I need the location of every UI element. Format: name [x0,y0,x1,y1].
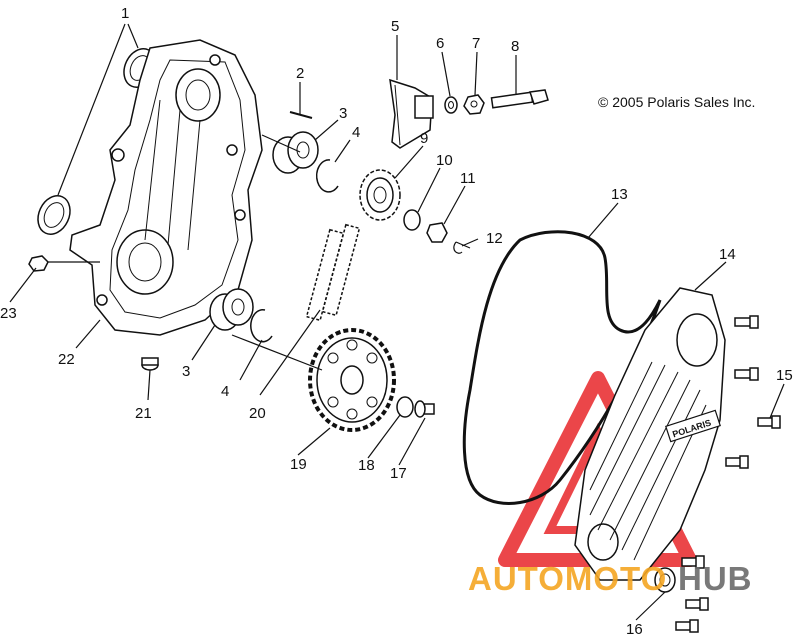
leader-lines [9,23,785,621]
chaincase-cover-14: POLARIS [574,287,726,581]
chaincase-housing [69,39,263,336]
washer-10 [403,209,421,231]
callout-21: 21 [135,405,152,422]
copyright-notice: © 2005 Polaris Sales Inc. [598,94,755,110]
callout-20: 20 [249,405,266,422]
callout-9: 9 [420,130,428,147]
callout-14: 14 [719,246,736,263]
nut-7 [463,94,485,115]
snap-ring-4-upper [315,159,339,193]
callout-3-upper: 3 [339,105,347,122]
bolt-8 [490,89,549,109]
callout-labels: 1 2 3 4 5 6 7 8 9 10 11 12 13 14 15 16 1… [0,5,793,638]
sprocket-9 [359,169,401,221]
callout-3-lower: 3 [182,363,190,380]
pin-2 [289,111,313,119]
bearing-3-upper [272,131,319,174]
callout-6: 6 [436,35,444,52]
plug-21 [141,357,159,371]
callout-5: 5 [391,18,399,35]
watermark-logo: AUTOMOTO HUB [468,560,753,597]
drive-chain-20 [305,223,361,322]
callout-4-upper: 4 [352,124,360,141]
watermark-text-part2: HUB [678,560,753,597]
callout-7: 7 [472,35,480,52]
callout-12: 12 [486,230,503,247]
bolt-17 [414,400,435,418]
callout-19: 19 [290,456,307,473]
callout-17: 17 [390,465,407,482]
nut-11 [426,222,448,243]
seal-1-lower [37,195,71,235]
chain-tensioner-5 [389,78,434,149]
callout-18: 18 [358,457,375,474]
bolt-15 [675,315,781,633]
callout-10: 10 [436,152,453,169]
callout-22: 22 [58,351,75,368]
snap-ring-4-lower [250,308,273,343]
sprocket-19 [308,328,396,432]
callout-8: 8 [511,38,519,55]
bearing-3-lower [209,288,254,331]
watermark-text-part1: AUTOMOTO [468,560,667,597]
nut-23 [28,255,49,272]
gasket-13 [462,230,662,505]
callout-4-lower: 4 [221,383,229,400]
callout-1: 1 [121,5,129,22]
washer-18 [396,396,414,418]
callout-15: 15 [776,367,793,384]
callout-13: 13 [611,186,628,203]
callout-2: 2 [296,65,304,82]
washer-6 [444,96,458,114]
callout-11: 11 [460,170,476,187]
callout-16: 16 [626,621,643,638]
callout-23: 23 [0,305,17,322]
